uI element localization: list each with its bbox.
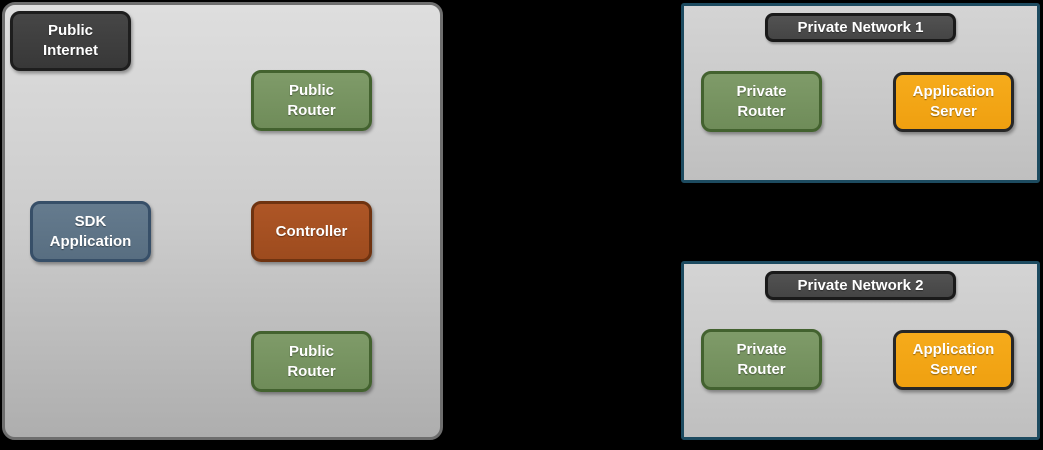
private-network-2-title: Private Network 2: [765, 271, 956, 300]
node-label: Public Router: [287, 81, 335, 121]
node-label: Public Internet: [43, 21, 98, 61]
node-controller: Controller: [251, 201, 372, 262]
node-label: Application Server: [913, 340, 995, 380]
node-label: Application Server: [913, 82, 995, 122]
node-application-server-2: Application Server: [893, 330, 1014, 390]
private-network-2-zone: Private Network 2 Private Router Applica…: [681, 261, 1040, 440]
label-line: Router: [737, 102, 786, 120]
label-line: Public: [47, 22, 93, 39]
node-application-server-1: Application Server: [893, 72, 1014, 132]
label-line: Public: [288, 342, 334, 360]
node-label: Public Router: [287, 342, 335, 382]
label-line: Private: [736, 82, 787, 100]
node-label: Private Router: [736, 340, 786, 380]
node-private-router-2: Private Router: [701, 329, 822, 390]
node-label: Private Router: [736, 82, 786, 122]
node-public-internet: Public Internet: [10, 11, 131, 71]
node-label: Controller: [276, 222, 348, 242]
label-line: Controller: [275, 222, 348, 240]
label-line: Application: [912, 83, 995, 100]
label-line: Application: [912, 341, 995, 358]
label-line: Server: [930, 361, 977, 378]
label-line: Router: [287, 101, 336, 119]
node-private-router-1: Private Router: [701, 71, 822, 132]
label-line: Internet: [42, 42, 98, 59]
label-line: Router: [737, 360, 786, 378]
label-line: Server: [930, 103, 977, 120]
node-sdk-application: SDK Application: [30, 201, 151, 262]
node-public-router-bottom: Public Router: [251, 331, 372, 392]
node-label: SDK Application: [50, 212, 132, 252]
label-line: Public: [288, 81, 334, 99]
node-public-router-top: Public Router: [251, 70, 372, 131]
private-network-1-zone: Private Network 1 Private Router Applica…: [681, 3, 1040, 183]
private-network-1-title: Private Network 1: [765, 13, 956, 42]
label-line: Private: [736, 340, 787, 358]
label-line: Application: [49, 232, 132, 250]
public-internet-zone: Public Internet Public Router SDK Applic…: [2, 2, 443, 440]
label-line: Router: [287, 362, 336, 380]
label-line: SDK: [74, 212, 107, 230]
